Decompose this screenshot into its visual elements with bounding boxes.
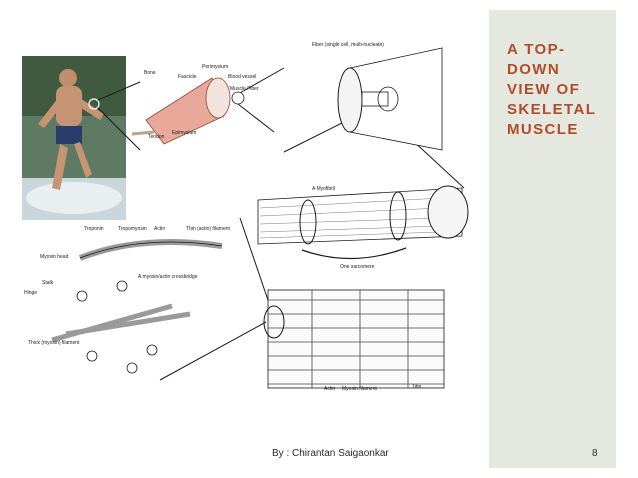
author-footer: By : Chirantan Saigaonkar	[272, 448, 389, 459]
label-epimysium: Epimysium	[172, 130, 196, 136]
label-sarcomere: One sarcomere	[340, 264, 375, 270]
runner-photo	[22, 56, 126, 220]
myofibril-drawing	[257, 185, 469, 260]
label-tropomyosin: Tropomyosin	[118, 226, 147, 232]
label-fiber-cell: Fiber (single cell, multi-nucleate)	[312, 42, 384, 48]
muscle-anatomy	[131, 77, 245, 145]
label-actomyosin-bridge: A myosin/actin crossbridge	[138, 274, 198, 280]
title-panel	[489, 10, 616, 468]
label-blood-vessel: Blood vessel	[228, 74, 256, 80]
label-thin-filament: Thin (actin) filament	[186, 226, 231, 232]
label-bone: Bone	[144, 70, 156, 76]
sarcomere-drawing	[263, 289, 445, 389]
label-actin-bottom: Actin	[324, 386, 335, 392]
muscle-diagram: Bone Perimysium Fascicle Blood vessel Mu…	[22, 42, 469, 392]
label-fascicle: Fascicle	[178, 74, 197, 80]
label-titin: Titin	[412, 384, 421, 390]
label-thick-filament: Thick (myosin) filament	[28, 340, 80, 346]
label-myosin-filament: Myosin filament	[342, 386, 377, 392]
label-myosin-head: Myosin head	[40, 254, 69, 260]
label-myofibril: A Myofibril	[312, 186, 335, 192]
label-stalk: Stalk	[42, 280, 54, 286]
muscle-fiber-drawing	[337, 47, 443, 151]
label-actin: Actin	[154, 226, 165, 232]
label-muscle-fiber: Muscle Fiber	[230, 86, 259, 92]
label-troponin: Troponin	[84, 226, 104, 232]
label-tendon: Tendon	[148, 134, 165, 140]
filament-drawing	[51, 239, 223, 374]
slide-title: A TOP-DOWN VIEW OF SKELETAL MUSCLE	[507, 41, 596, 138]
page-number: 8	[592, 448, 598, 459]
label-perimysium: Perimysium	[202, 64, 228, 70]
label-hinge: Hinge	[24, 290, 37, 296]
